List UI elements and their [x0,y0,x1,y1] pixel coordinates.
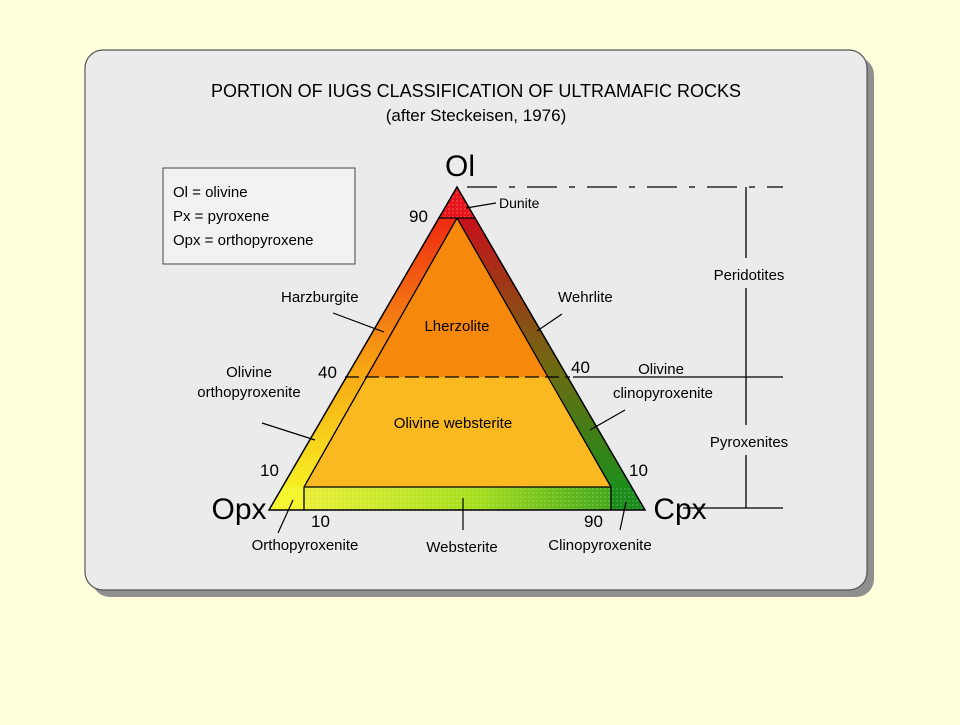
label-olivine-websterite: Olivine websterite [394,415,512,432]
label-olivine-clinopyroxenite-line1: Olivine [638,361,684,378]
olivine-websterite-field [304,377,611,487]
legend-item-orthopyroxene: Opx = orthopyroxene [173,232,314,249]
group-label-peridotites: Peridotites [714,267,785,284]
field-boundaries [303,217,612,510]
diagram-subtitle: (after Steckeisen, 1976) [386,106,566,125]
legend-item-pyroxene: Px = pyroxene [173,208,269,225]
label-orthopyroxenite: Orthopyroxenite [252,537,359,554]
legend-box [162,167,356,265]
label-clinopyroxenite: Clinopyroxenite [548,537,651,554]
apex-label-ol: Ol [445,150,475,183]
tick-base-90: 90 [584,512,603,531]
tick-ol-40-right: 40 [571,358,590,377]
apex-label-cpx: Cpx [653,493,706,526]
diagram-title: PORTION OF IUGS CLASSIFICATION OF ULTRAM… [211,81,741,101]
label-olivine-orthopyroxenite-line1: Olivine [226,364,272,381]
legend-item-olivine: Ol = olivine [173,184,248,201]
tick-base-10: 10 [311,512,330,531]
label-wehrlite: Wehrlite [558,289,613,306]
lherzolite-field [365,218,549,377]
leader-lines [261,202,627,534]
label-dunite: Dunite [499,195,540,211]
label-harzburgite: Harzburgite [281,289,359,306]
tick-ol-10-right: 10 [629,461,648,480]
label-olivine-orthopyroxenite-line2: orthopyroxenite [197,384,300,401]
tick-ol-90: 90 [409,207,428,226]
group-label-pyroxenites: Pyroxenites [710,434,788,451]
wehrlite-band [457,218,631,487]
tick-ol-40-left: 40 [318,363,337,382]
triangle-outline [267,185,647,511]
grouping-bracket [467,186,783,509]
label-lherzolite: Lherzolite [424,318,489,335]
harzburgite-band [283,218,457,487]
tick-ol-10-left: 10 [260,461,279,480]
label-websterite: Websterite [426,539,497,556]
label-olivine-clinopyroxenite-line2: clinopyroxenite [613,385,713,402]
apex-label-opx: Opx [211,493,266,526]
